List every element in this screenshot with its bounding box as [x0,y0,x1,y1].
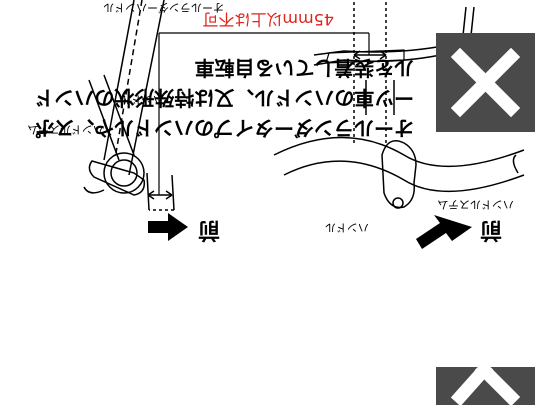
front-label-left: 前 [197,217,220,242]
warning-text-line2: ーツ車のハンドル、又は特殊形状のハンド [34,86,414,110]
arrow-icon [416,215,472,249]
diameter-note: 45mm以上は不可 [202,10,334,29]
handlebar-label-left: ハンドル [120,93,164,106]
handle-stem-label-left: ハンドルステム [27,123,104,136]
warning-text-line3: ルを装着している自転車 [194,56,414,80]
handle-stem-label-right: ハンドルステム [437,198,514,211]
x-icon [436,33,535,132]
arrow-icon [148,213,188,241]
diameter-bracket [158,32,370,195]
x-icon [436,360,535,405]
handlebar-detail-right [83,0,175,211]
handlebar-label-right: ハンドル [325,221,369,234]
handlebar-detail-left [273,0,525,209]
front-label-right: 前 [479,217,502,242]
